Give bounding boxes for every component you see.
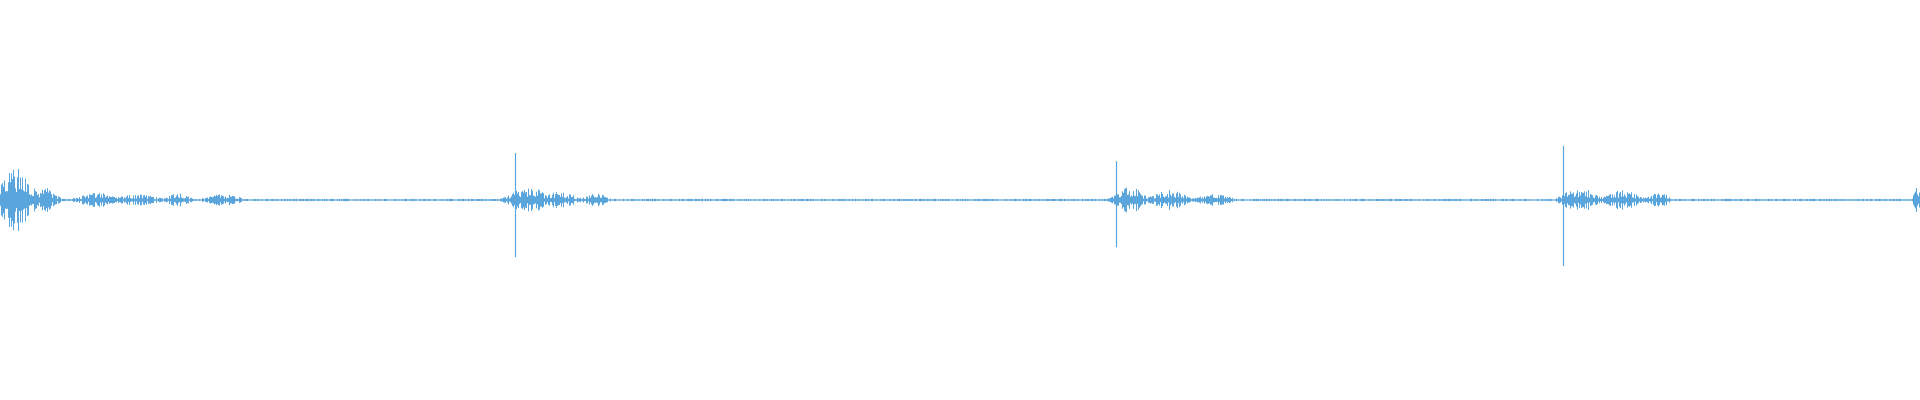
- waveform-body: [0, 168, 1920, 232]
- waveform-samples: [0, 145, 1920, 266]
